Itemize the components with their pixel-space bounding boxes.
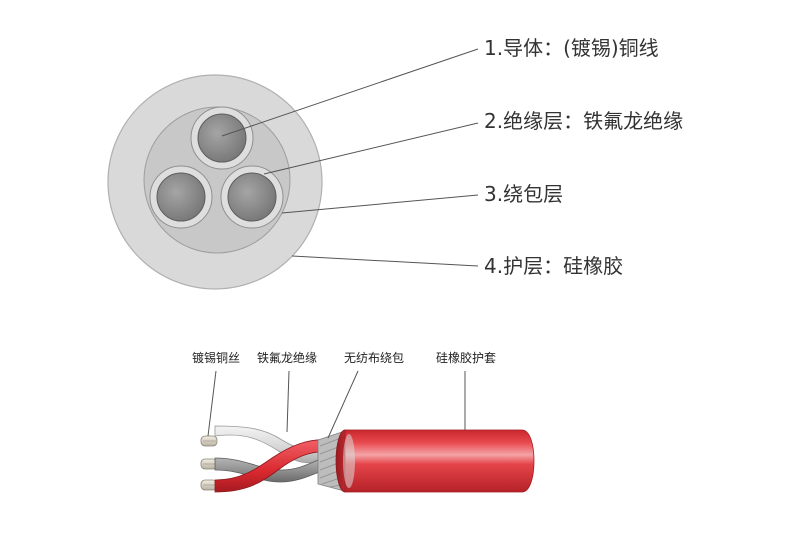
label-silicone-sheath: 硅橡胶护套 [436, 351, 497, 365]
label-conductor: 1.导体：(镀锡)铜线 [484, 36, 659, 60]
label-jacket: 4.护层：硅橡胶 [484, 254, 624, 278]
leader-tinned-copper [207, 370, 217, 437]
leader-teflon [286, 370, 290, 433]
label-insulation: 2.绝缘层：铁氟龙绝缘 [484, 109, 684, 133]
conductor-top [197, 113, 247, 163]
tinned-copper-ends [200, 435, 218, 491]
silicone-sheath [344, 429, 535, 493]
label-tinned-copper: 镀锡铜丝 [192, 351, 241, 365]
conductor-right [227, 172, 277, 222]
label-teflon: 铁氟龙绝缘 [257, 351, 318, 365]
core-left [149, 165, 213, 229]
core-top [190, 106, 254, 170]
leader-conductor [221, 48, 479, 137]
leader-insulation [263, 122, 479, 175]
conductor-left [156, 172, 206, 222]
label-wrap: 3.绕包层 [484, 182, 564, 206]
leader-jacket [291, 255, 479, 267]
side-view-leaders [207, 370, 466, 439]
leader-nonwoven [327, 370, 359, 439]
side-view-cable [200, 425, 535, 493]
leader-wrap [281, 194, 479, 214]
label-nonwoven: 无纺布绕包 [344, 351, 405, 365]
cross-section-leaders [221, 48, 479, 267]
core-right [220, 165, 284, 229]
cross-section [107, 74, 323, 290]
